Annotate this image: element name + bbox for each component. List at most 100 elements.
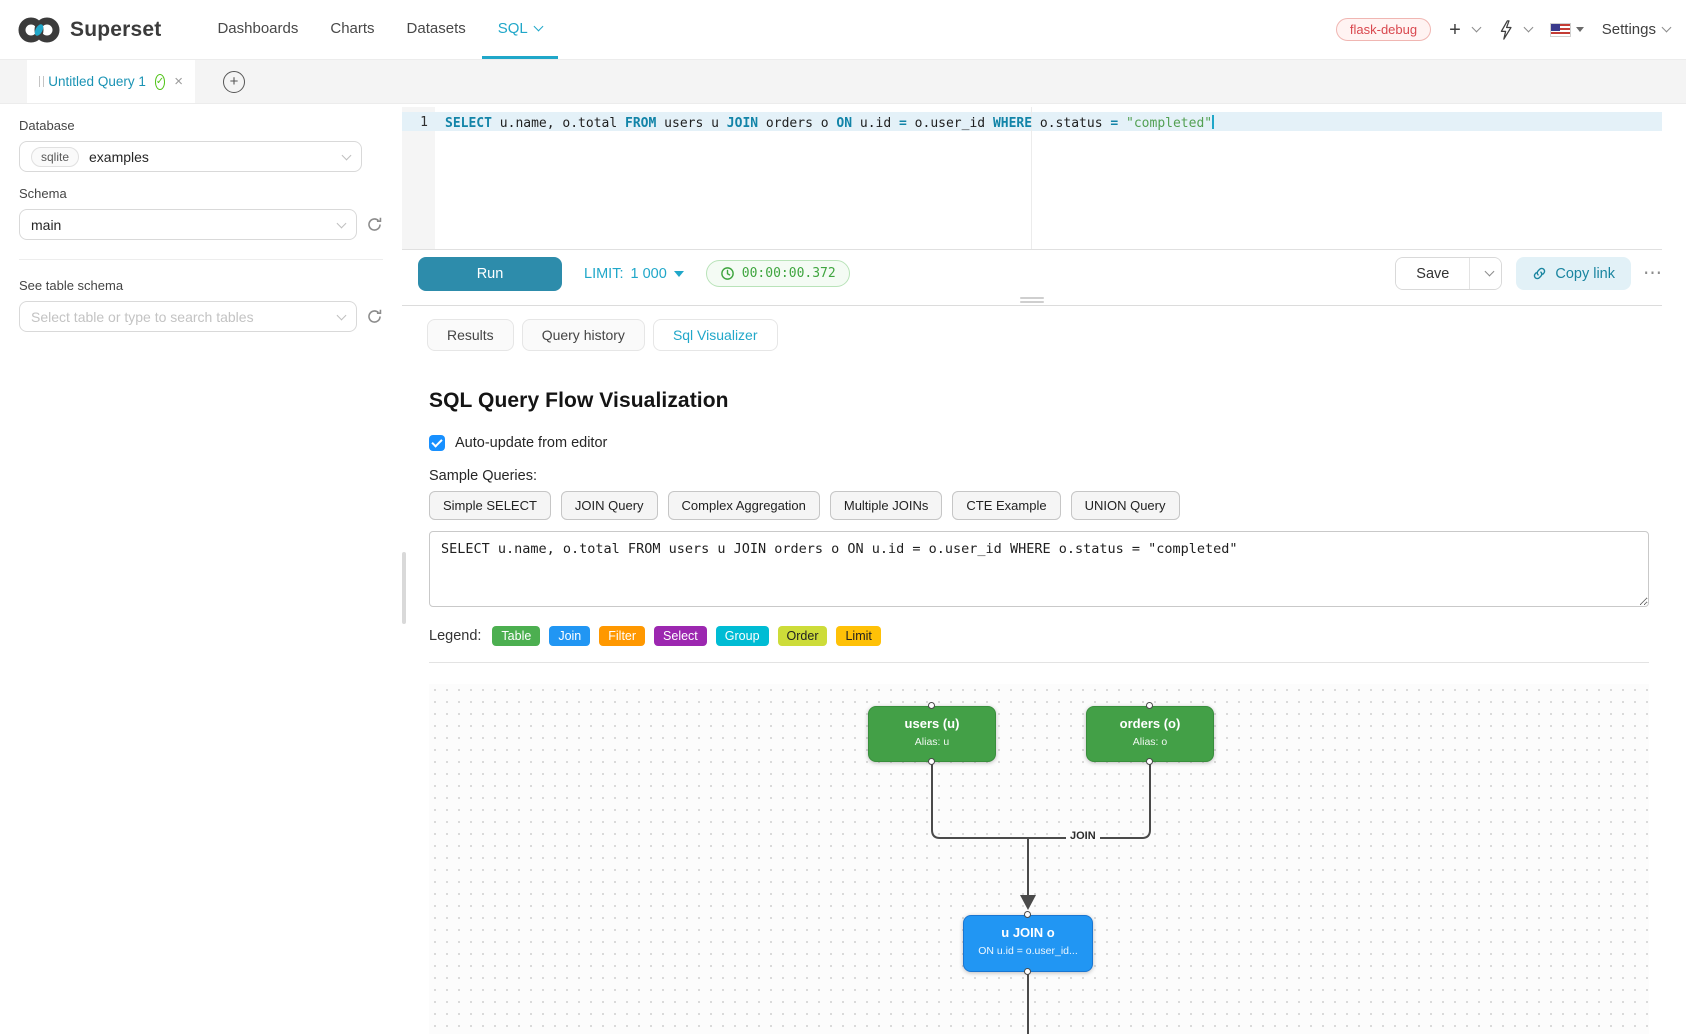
auto-update-checkbox[interactable] xyxy=(429,435,445,451)
node-handle[interactable] xyxy=(1024,968,1031,975)
chevron-down-icon xyxy=(1471,22,1482,33)
legend: Legend: Table Join Filter Select Group O… xyxy=(429,626,1649,646)
plus-icon: + xyxy=(1449,18,1461,41)
legend-badge-table: Table xyxy=(492,626,541,646)
clock-icon xyxy=(720,267,734,280)
flow-node-join[interactable]: u JOIN o ON u.id = o.user_id... xyxy=(963,915,1093,972)
refresh-schemas-button[interactable] xyxy=(366,216,383,233)
more-options-icon[interactable]: ⋯ xyxy=(1643,263,1662,284)
resize-handle[interactable] xyxy=(1020,297,1044,304)
language-picker[interactable] xyxy=(1549,22,1584,37)
flow-node-orders[interactable]: orders (o) Alias: o xyxy=(1086,706,1214,762)
lightning-icon xyxy=(1500,19,1512,40)
legend-badge-join: Join xyxy=(549,626,591,646)
active-line-highlight xyxy=(402,112,1662,131)
legend-badge-filter: Filter xyxy=(599,626,646,646)
sample-query-buttons: Simple SELECT JOIN Query Complex Aggrega… xyxy=(429,491,1649,520)
legend-badge-select: Select xyxy=(654,626,707,646)
text-cursor xyxy=(1212,115,1215,129)
node-handle[interactable] xyxy=(1146,702,1153,709)
schema-select[interactable]: main xyxy=(19,209,357,240)
brand-name: Superset xyxy=(70,17,162,41)
save-options-button[interactable] xyxy=(1469,258,1502,289)
query-timer: 00:00:00.372 xyxy=(705,260,850,287)
legend-badge-group: Group xyxy=(715,626,769,646)
chevron-down-icon xyxy=(1523,22,1534,33)
line-number: 1 xyxy=(420,115,428,130)
query-tab-untitled-query-1[interactable]: Untitled Query 1 ✓ × xyxy=(27,60,195,103)
sample-union-query-button[interactable]: UNION Query xyxy=(1070,491,1180,520)
limit-dropdown[interactable]: LIMIT: 1 000 xyxy=(584,266,684,282)
sample-simple-select-button[interactable]: Simple SELECT xyxy=(429,491,551,520)
sample-multiple-joins-button[interactable]: Multiple JOINs xyxy=(829,491,943,520)
sqllab-left-panel: Database sqlite examples Schema main xyxy=(0,104,396,1034)
schema-select-value: main xyxy=(31,216,62,233)
auto-update-label: Auto-update from editor xyxy=(455,435,608,451)
print-margin-line xyxy=(1031,107,1032,249)
run-query-button[interactable]: Run xyxy=(418,256,562,291)
settings-menu[interactable]: Settings xyxy=(1602,21,1672,38)
query-flow-canvas[interactable]: users (u) Alias: u orders (o) Alias: o u… xyxy=(429,684,1649,1034)
copy-link-button[interactable]: Copy link xyxy=(1516,257,1631,290)
tab-query-history[interactable]: Query history xyxy=(521,319,645,351)
sample-cte-example-button[interactable]: CTE Example xyxy=(952,491,1061,520)
superset-infinity-icon xyxy=(18,17,60,42)
sample-complex-aggregation-button[interactable]: Complex Aggregation xyxy=(667,491,820,520)
database-select[interactable]: sqlite examples xyxy=(19,141,362,172)
flow-node-users[interactable]: users (u) Alias: u xyxy=(868,706,996,762)
query-tab-bar: Untitled Query 1 ✓ × + xyxy=(0,60,1686,104)
table-select[interactable]: Select table or type to search tables xyxy=(19,301,357,332)
tab-sql-visualizer[interactable]: Sql Visualizer xyxy=(652,319,778,351)
sql-editor[interactable]: 1 SELECT u.name, o.total FROM users u JO… xyxy=(402,107,1662,250)
superset-logo[interactable]: Superset xyxy=(16,0,161,59)
node-handle[interactable] xyxy=(1024,911,1031,918)
legend-badge-order: Order xyxy=(777,626,828,646)
chevron-down-icon xyxy=(336,310,347,321)
flow-edges xyxy=(931,762,1151,1034)
database-select-value: examples xyxy=(89,148,149,165)
legend-label: Legend: xyxy=(429,628,482,644)
schema-label: Schema xyxy=(19,186,67,201)
refresh-tables-button[interactable] xyxy=(366,308,383,325)
south-pane-tabs: Results Query history Sql Visualizer xyxy=(402,319,1662,351)
navbar: Superset Dashboards Charts Datasets SQL … xyxy=(0,0,1686,60)
check-circle-icon: ✓ xyxy=(154,73,166,90)
save-button-group: Save xyxy=(1395,257,1503,290)
editor-toolbar: Run LIMIT: 1 000 00:00:00.372 Save xyxy=(402,250,1662,297)
join-edge-label: JOIN xyxy=(1066,829,1100,843)
node-handle[interactable] xyxy=(1146,758,1153,765)
refresh-icon xyxy=(368,309,382,323)
sql-text-input[interactable]: SELECT u.name, o.total FROM users u JOIN… xyxy=(429,531,1649,607)
panel-divider xyxy=(402,297,1662,306)
sqllab-main-panel: 1 SELECT u.name, o.total FROM users u JO… xyxy=(396,104,1686,1034)
column-resize-handle[interactable] xyxy=(402,552,406,624)
sample-join-query-button[interactable]: JOIN Query xyxy=(560,491,658,520)
visualizer-title: SQL Query Flow Visualization xyxy=(429,389,729,412)
sidebar-divider xyxy=(19,259,383,260)
legend-badge-limit: Limit xyxy=(836,626,881,646)
save-button[interactable]: Save xyxy=(1396,258,1470,289)
nav-item-charts[interactable]: Charts xyxy=(330,19,375,37)
node-handle[interactable] xyxy=(928,758,935,765)
us-flag-icon xyxy=(1549,22,1571,37)
tab-results[interactable]: Results xyxy=(427,319,514,351)
database-engine-tag: sqlite xyxy=(31,146,80,167)
refresh-icon xyxy=(368,217,382,231)
see-table-schema-label: See table schema xyxy=(19,278,124,293)
node-handle[interactable] xyxy=(928,702,935,709)
nav-item-dashboards[interactable]: Dashboards xyxy=(217,19,299,37)
chevron-down-icon xyxy=(1484,266,1495,277)
new-query-tab-button[interactable]: + xyxy=(223,70,245,93)
nav-item-sql[interactable]: SQL xyxy=(481,0,558,59)
section-divider xyxy=(429,662,1649,663)
limit-value: 1 000 xyxy=(630,265,667,282)
link-icon xyxy=(1534,267,1546,280)
close-icon[interactable]: × xyxy=(174,73,183,90)
new-item-menu[interactable]: + xyxy=(1449,18,1482,41)
nav-item-datasets[interactable]: Datasets xyxy=(406,19,466,37)
query-search-menu[interactable] xyxy=(1498,19,1534,40)
chevron-down-icon xyxy=(533,21,544,31)
database-label: Database xyxy=(19,118,75,133)
timer-value: 00:00:00.372 xyxy=(741,266,836,281)
